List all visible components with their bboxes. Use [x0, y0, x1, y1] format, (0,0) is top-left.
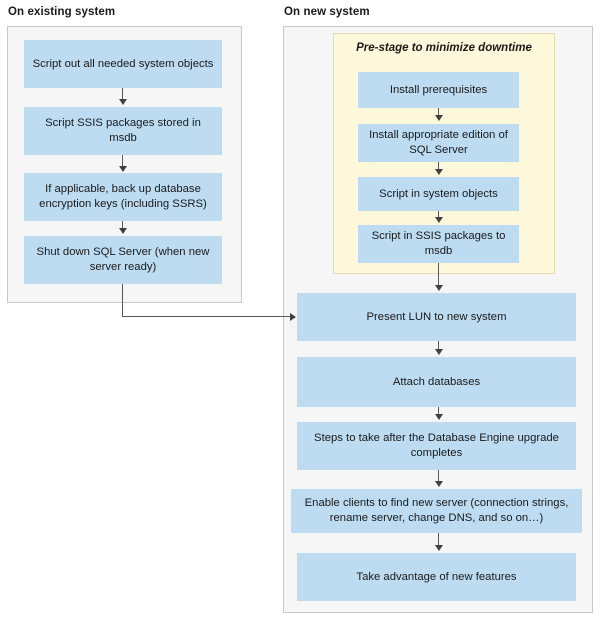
node-post-upgrade-steps[interactable]: Steps to take after the Database Engine … — [297, 422, 576, 470]
arrow-l2-to-l3-head — [118, 166, 127, 172]
arrow-p3-to-p4-head — [434, 217, 443, 223]
arrow-l1-to-l2-line — [122, 88, 124, 101]
arrow-cross-panel-vertical — [122, 284, 124, 317]
arrow-p1-to-p2-head — [434, 115, 443, 121]
node-attach-databases[interactable]: Attach databases — [297, 357, 576, 407]
node-script-ssis-packages[interactable]: Script SSIS packages stored in msdb — [24, 107, 222, 155]
arrow-p2-to-p3-line — [438, 162, 440, 171]
node-install-prerequisites[interactable]: Install prerequisites — [358, 72, 519, 108]
node-label: Shut down SQL Server (when new server re… — [36, 246, 210, 273]
arrow-r1-to-r2-head — [434, 349, 443, 355]
arrow-l1-to-l2-head — [118, 99, 127, 105]
node-label: Present LUN to new system — [366, 310, 507, 323]
arrow-l3-to-l4-head — [118, 228, 127, 234]
node-label: Steps to take after the Database Engine … — [314, 432, 559, 459]
node-label: Attach databases — [392, 375, 481, 388]
arrow-r2-to-r3-head — [434, 414, 443, 420]
column-heading-existing-system: On existing system — [8, 6, 116, 18]
arrow-prestage-to-r1-line — [438, 263, 440, 287]
arrow-r2-to-r3-line — [438, 407, 440, 416]
arrow-r4-to-r5-line — [438, 533, 440, 546]
arrow-p2-to-p3-head — [434, 169, 443, 175]
prestage-group-title: Pre-stage to minimize downtime — [356, 42, 532, 54]
node-script-out-system-objects[interactable]: Script out all needed system objects — [24, 40, 222, 88]
arrow-r4-to-r5-head — [434, 545, 443, 551]
node-label: Script in SSIS packages to msdb — [371, 230, 506, 257]
node-take-advantage-new-features[interactable]: Take advantage of new features — [297, 553, 576, 601]
node-label: Script out all needed system objects — [32, 57, 214, 70]
arrow-cross-panel-horizontal — [122, 316, 292, 318]
arrow-cross-panel-head — [290, 312, 296, 321]
arrow-r3-to-r4-line — [438, 470, 440, 483]
node-enable-clients-find-server[interactable]: Enable clients to find new server (conne… — [291, 489, 582, 533]
node-label: Script SSIS packages stored in msdb — [45, 117, 201, 144]
arrow-r1-to-r2-line — [438, 341, 440, 351]
arrow-l2-to-l3-line — [122, 155, 124, 168]
node-label: Take advantage of new features — [356, 570, 517, 583]
node-label: Enable clients to find new server (conne… — [304, 497, 569, 524]
arrow-r3-to-r4-head — [434, 481, 443, 487]
node-script-in-ssis-packages[interactable]: Script in SSIS packages to msdb — [358, 225, 519, 263]
arrow-l3-to-l4-line — [122, 221, 124, 230]
node-label: If applicable, back up database encrypti… — [39, 183, 207, 210]
node-shut-down-sql-server[interactable]: Shut down SQL Server (when new server re… — [24, 236, 222, 284]
column-heading-new-system: On new system — [284, 6, 370, 18]
node-label: Install prerequisites — [389, 83, 488, 96]
arrow-p3-to-p4-line — [438, 211, 440, 219]
node-present-lun[interactable]: Present LUN to new system — [297, 293, 576, 341]
node-backup-encryption-keys[interactable]: If applicable, back up database encrypti… — [24, 173, 222, 221]
node-install-sql-server-edition[interactable]: Install appropriate edition of SQL Serve… — [358, 124, 519, 162]
node-label: Script in system objects — [379, 187, 498, 200]
arrow-p1-to-p2-line — [438, 108, 440, 117]
node-label: Install appropriate edition of SQL Serve… — [369, 129, 508, 156]
node-script-in-system-objects[interactable]: Script in system objects — [358, 177, 519, 211]
arrow-prestage-to-r1-head — [434, 285, 443, 291]
